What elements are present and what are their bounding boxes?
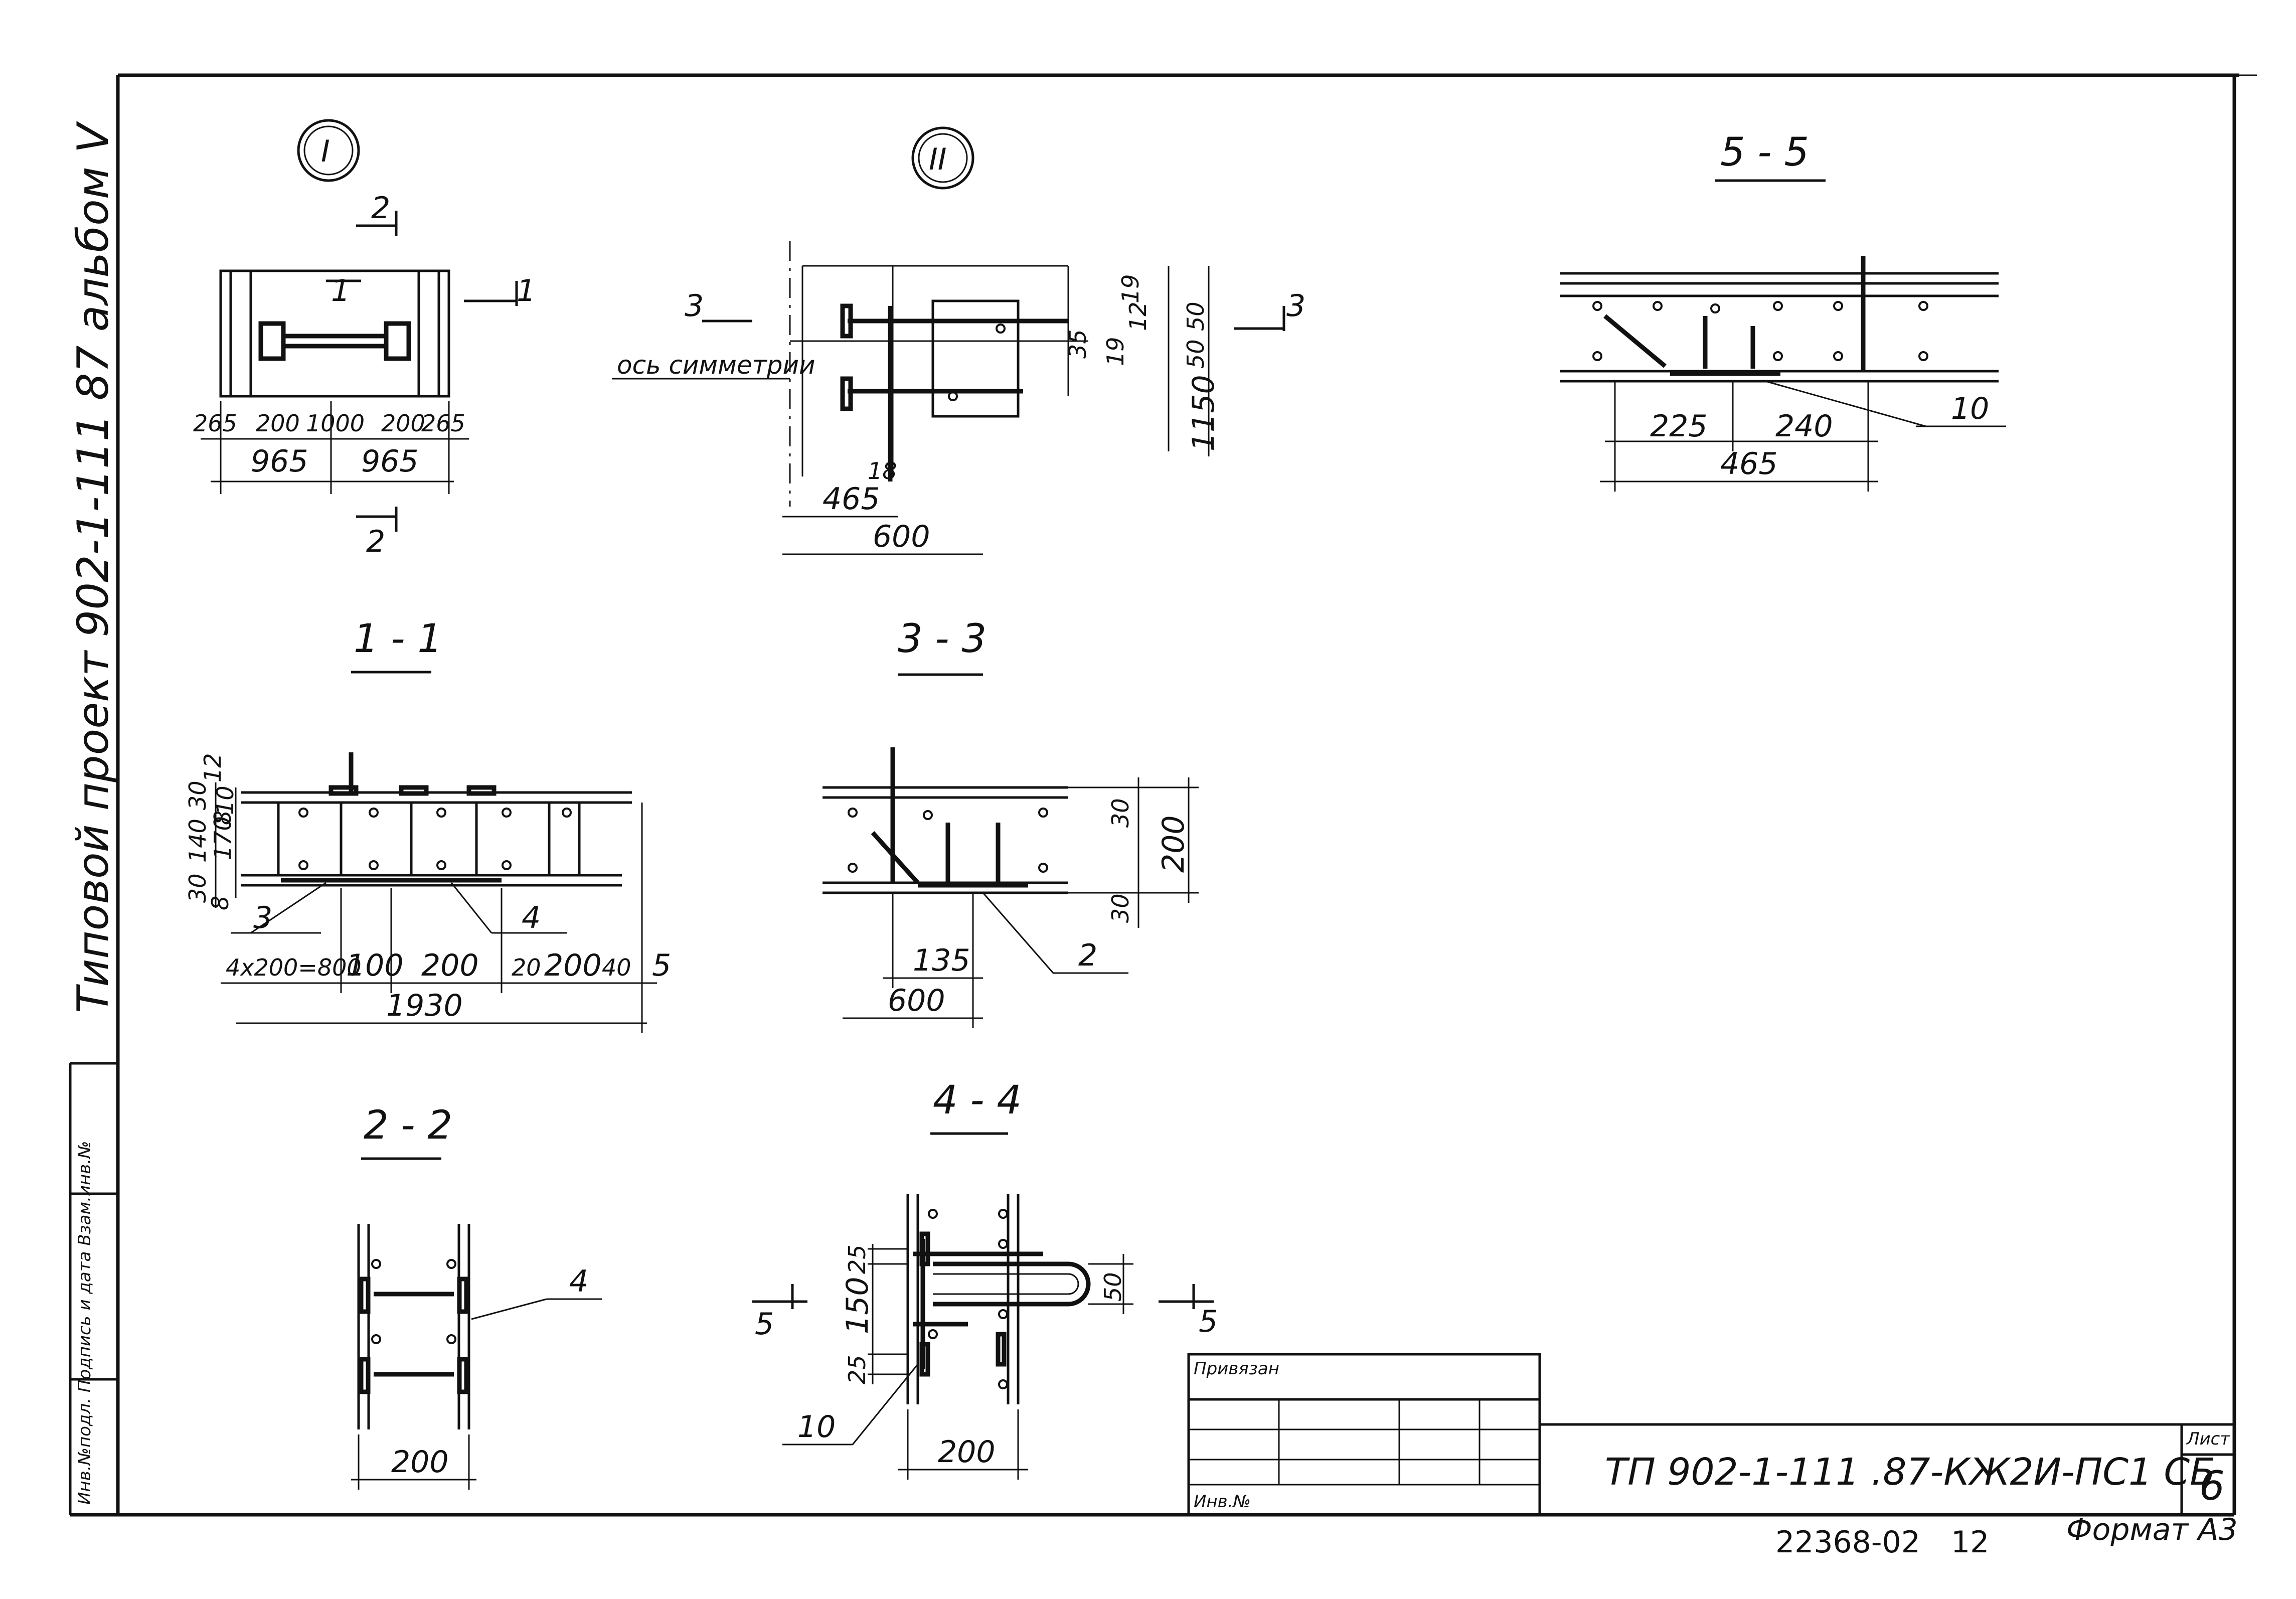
node-I-cut-1-b: 1 xyxy=(517,273,536,308)
title-block-sheet-label: Лист xyxy=(2186,1429,2230,1449)
node-II-dim-12: 12 xyxy=(1124,301,1152,331)
node-I-dim-265b: 265 xyxy=(421,410,465,437)
section-4-4-cut-5-right: 5 xyxy=(1199,1304,1218,1339)
node-I-marker: I xyxy=(321,134,330,169)
node-I-dim-200a: 200 xyxy=(256,410,300,437)
section-1-1-dim-10: 10 xyxy=(212,785,239,815)
section-3-3-dim-30a: 30 xyxy=(1107,798,1134,828)
section-4-4-callout-10: 10 xyxy=(797,1409,836,1445)
node-II-dim-50a: 50 xyxy=(1182,301,1209,331)
section-3-3-dim-30b: 30 xyxy=(1107,893,1134,923)
node-I-cut-2-top: 2 xyxy=(371,191,390,226)
side-stamp-label: Инв.№подл. Подпись и дата Взам.инв.№ xyxy=(75,1141,95,1505)
section-1-1-dim-800: 4x200=800 xyxy=(226,954,362,981)
section-4-4-dim-25b: 25 xyxy=(844,1355,871,1384)
node-I-cut-1-a: 1 xyxy=(331,273,350,308)
section-3-3-dim-600: 600 xyxy=(888,983,945,1018)
node-I-cut-2-bot: 2 xyxy=(366,524,385,559)
section-1-1-dim-170: 170 xyxy=(209,816,236,860)
section-5-5-callout-10: 10 xyxy=(1951,391,1989,426)
node-II-dim-19b: 19 xyxy=(1102,337,1129,366)
node-II-axis-label: ось симметрии xyxy=(617,351,815,380)
section-3-3-dim-135: 135 xyxy=(913,943,970,978)
section-2-2: 2 - 2 4 200 xyxy=(351,1103,602,1490)
node-II-dim-19a: 19 xyxy=(1117,274,1144,303)
node-II-view: II 3 3 ось симметрии 19 12 35 19 50 50 1… xyxy=(612,126,1305,555)
section-5-5-dim-240: 240 xyxy=(1775,409,1833,444)
section-3-3-title: 3 - 3 xyxy=(898,616,987,662)
section-1-1: 1 - 1 12 30 10 140 170 8 30 8 xyxy=(184,616,671,1033)
section-1-1-dim-8a: 8 xyxy=(209,811,236,825)
section-1-1-dim-1930: 1930 xyxy=(386,988,463,1023)
title-block-sheet-number: 6 xyxy=(2199,1463,2225,1509)
footer-order-number: 22368-02 xyxy=(1775,1525,1920,1560)
node-II-dim-50b: 50 xyxy=(1182,339,1209,369)
section-5-5-dim-225: 225 xyxy=(1650,409,1708,444)
section-5-5: 5 - 5 225 240 465 10 xyxy=(1560,130,2006,492)
section-2-2-title: 2 - 2 xyxy=(364,1103,452,1148)
section-4-4-cut-5-left: 5 xyxy=(755,1307,774,1342)
section-3-3-callout-2: 2 xyxy=(1078,938,1097,973)
node-I-view: I 2 2 1 1 265 200 1000 200 265 965 xyxy=(193,119,536,559)
node-II-dim-18: 18 xyxy=(868,457,897,485)
node-I-dim-965a: 965 xyxy=(251,444,308,479)
section-1-1-callout-3: 3 xyxy=(253,900,272,935)
section-3-3-dim-200: 200 xyxy=(1156,815,1191,873)
section-1-1-callout-4: 4 xyxy=(522,900,541,935)
title-block-inv-label: Инв.№ xyxy=(1194,1492,1251,1512)
section-1-1-dim-40: 40 xyxy=(602,954,631,981)
section-4-4-dim-200: 200 xyxy=(938,1434,996,1470)
section-1-1-dim-200b: 200 xyxy=(544,948,602,983)
node-I-dim-965b: 965 xyxy=(361,444,419,479)
section-4-4-dim-50: 50 xyxy=(1099,1272,1126,1302)
title-block-doc-code: ТП 902-1-111 .87-КЖ2И-ПС1 СБ xyxy=(1605,1451,2215,1494)
section-4-4: 4 - 4 25 150 25 50 200 5 xyxy=(752,1078,1218,1480)
title-block: Привязан Инв.№ ТП 902-1-111 .87-КЖ2И-ПС1… xyxy=(1187,1353,2234,1516)
section-1-1-title: 1 - 1 xyxy=(354,616,442,662)
node-II-dim-465: 465 xyxy=(823,482,880,517)
section-4-4-dim-25a: 25 xyxy=(844,1244,871,1274)
node-II-dim-1150: 1150 xyxy=(1186,375,1221,451)
section-1-1-dim-12: 12 xyxy=(199,753,226,782)
sheet-frame xyxy=(70,73,2257,1517)
node-II-cut-3-left: 3 xyxy=(685,288,704,324)
section-1-1-dim-5: 5 xyxy=(652,948,671,983)
section-1-1-dim-30b: 30 xyxy=(184,873,211,903)
node-I-dim-1000: 1000 xyxy=(306,410,365,437)
section-1-1-dim-100: 100 xyxy=(346,948,404,983)
side-strip: Типовой проект 902-1-111 87 альбом V Инв… xyxy=(68,121,118,1515)
section-1-1-dim-200a: 200 xyxy=(421,948,479,983)
section-2-2-dim-200: 200 xyxy=(391,1445,449,1480)
section-5-5-title: 5 - 5 xyxy=(1720,130,1809,175)
node-II-dim-600: 600 xyxy=(873,519,930,554)
section-1-1-dim-140: 140 xyxy=(184,819,211,863)
footer-copy-number: 12 xyxy=(1951,1525,1989,1560)
section-1-1-dim-30a: 30 xyxy=(184,780,211,810)
node-I-dim-265a: 265 xyxy=(193,410,237,437)
node-I-dim-200b: 200 xyxy=(381,410,425,437)
footer-format-label: Формат А3 xyxy=(2066,1512,2238,1547)
section-1-1-dim-20: 20 xyxy=(512,954,541,981)
section-4-4-title: 4 - 4 xyxy=(933,1078,1022,1123)
section-4-4-dim-150: 150 xyxy=(840,1276,875,1334)
node-II-dim-35: 35 xyxy=(1064,329,1091,359)
section-5-5-dim-465: 465 xyxy=(1720,446,1778,482)
section-2-2-callout-4: 4 xyxy=(569,1264,588,1299)
section-1-1-dim-8b: 8 xyxy=(207,896,234,910)
title-block-bound-label: Привязан xyxy=(1194,1359,1279,1379)
side-title: Типовой проект 902-1-111 87 альбом V xyxy=(68,121,118,1013)
node-II-cut-3-right: 3 xyxy=(1286,288,1305,324)
section-3-3: 3 - 3 30 200 30 135 600 2 xyxy=(823,616,1199,1028)
node-II-marker: II xyxy=(929,142,946,177)
sheet-footer: 22368-02 12 Формат А3 xyxy=(1775,1512,2238,1560)
